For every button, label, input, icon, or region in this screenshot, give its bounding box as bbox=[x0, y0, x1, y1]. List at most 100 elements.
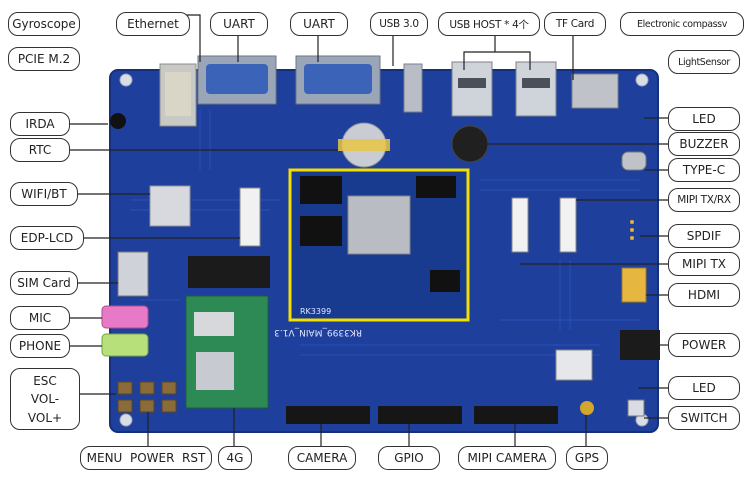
label-mipi-txrx: MIPI TX/RX bbox=[668, 188, 740, 212]
mic-jack bbox=[101, 305, 149, 329]
label-phone: PHONE bbox=[10, 334, 70, 358]
edp-connector bbox=[239, 187, 261, 247]
text-led-bottom: LED bbox=[692, 381, 716, 395]
bottom-headers bbox=[286, 406, 558, 424]
text-tf-card: TF Card bbox=[555, 18, 595, 30]
label-compass: Electronic compassv bbox=[620, 12, 744, 36]
label-usb-host: USB HOST * 4个 bbox=[438, 12, 540, 36]
text-4g: 4G bbox=[226, 451, 244, 465]
label-spdif: SPDIF bbox=[668, 224, 740, 248]
label-mipi-camera: MIPI CAMERA bbox=[458, 446, 556, 470]
text-irda: IRDA bbox=[25, 117, 55, 131]
label-edp-lcd: EDP-LCD bbox=[10, 226, 84, 250]
m2-slot bbox=[188, 256, 270, 288]
text-edp-lcd: EDP-LCD bbox=[20, 231, 74, 245]
switch bbox=[627, 399, 645, 417]
label-ethernet: Ethernet bbox=[116, 12, 190, 36]
label-usb3: USB 3.0 bbox=[370, 12, 428, 36]
text-mipi-camera: MIPI CAMERA bbox=[467, 451, 547, 465]
text-pcie: PCIE M.2 bbox=[17, 52, 71, 66]
spdif-pins bbox=[630, 220, 634, 240]
sim-card-slot bbox=[117, 251, 149, 297]
gps-antenna-connector bbox=[580, 401, 594, 415]
label-light-sensor: LightSensor bbox=[668, 50, 740, 74]
wifi-module bbox=[149, 185, 191, 227]
label-type-c: TYPE-C bbox=[668, 158, 740, 182]
hdmi-port bbox=[621, 267, 647, 303]
usb3-port bbox=[403, 63, 423, 113]
label-wifi-bt: WIFI/BT bbox=[10, 182, 78, 206]
label-mic: MIC bbox=[10, 306, 70, 330]
text-sim-card: SIM Card bbox=[17, 276, 71, 290]
label-camera: CAMERA bbox=[288, 446, 356, 470]
text-ethernet: Ethernet bbox=[127, 17, 179, 31]
text-buzzer: BUZZER bbox=[679, 137, 729, 151]
text-camera: CAMERA bbox=[296, 451, 348, 465]
rk3399-chip bbox=[347, 195, 411, 255]
text-type-c: TYPE-C bbox=[682, 163, 726, 177]
ethernet-jack bbox=[159, 63, 197, 127]
text-mipi-tx: MIPI TX bbox=[681, 257, 727, 271]
irda-sensor bbox=[110, 113, 126, 129]
text-usb-host: USB HOST * 4个 bbox=[449, 18, 529, 31]
label-uart-2: UART bbox=[290, 12, 348, 36]
board-silkscreen: RK3399_MAIN_V1.3 bbox=[274, 327, 362, 337]
label-gyroscope: Gyroscope bbox=[8, 12, 80, 36]
usb-host-ports bbox=[451, 61, 557, 117]
text-mic: MIC bbox=[28, 311, 52, 325]
leader-lines bbox=[70, 14, 668, 446]
text-rtc: RTC bbox=[28, 143, 52, 157]
tf-card-slot bbox=[571, 73, 619, 109]
type-c-port bbox=[621, 151, 647, 171]
text-esc: ESC bbox=[33, 373, 57, 388]
label-tf-card: TF Card bbox=[544, 12, 606, 36]
text-menu-power-rst: MENU POWER RST bbox=[86, 451, 206, 465]
text-vol-minus: VOL- bbox=[30, 392, 60, 406]
label-led-bottom: LED bbox=[668, 376, 740, 400]
text-uart-2: UART bbox=[303, 17, 335, 31]
text-usb3: USB 3.0 bbox=[379, 18, 419, 30]
label-hdmi: HDMI bbox=[668, 283, 740, 307]
text-phone: PHONE bbox=[18, 339, 62, 353]
text-hdmi: HDMI bbox=[687, 288, 721, 302]
text-compass: Electronic compassv bbox=[637, 18, 727, 30]
label-sim-card: SIM Card bbox=[10, 271, 78, 295]
label-4g: 4G bbox=[218, 446, 252, 470]
label-pcie: PCIE M.2 bbox=[8, 47, 80, 71]
label-uart-1: UART bbox=[210, 12, 268, 36]
som-silkscreen: RK3399 bbox=[300, 307, 331, 316]
text-led-top: LED bbox=[692, 112, 716, 126]
pcb-traces bbox=[130, 110, 640, 356]
mounting-holes bbox=[119, 73, 649, 427]
label-buzzer: BUZZER bbox=[668, 132, 740, 156]
side-buttons bbox=[117, 381, 177, 413]
label-irda: IRDA bbox=[10, 112, 70, 136]
text-uart-1: UART bbox=[223, 17, 255, 31]
text-switch: SWITCH bbox=[680, 411, 728, 425]
mipi-tx-connector bbox=[511, 197, 529, 253]
power-jack bbox=[620, 330, 660, 360]
label-rtc: RTC bbox=[10, 138, 70, 162]
text-spdif: SPDIF bbox=[686, 229, 722, 243]
text-vol-plus: VOL+ bbox=[27, 410, 63, 425]
label-menu-power-rst: MENU POWER RST bbox=[80, 446, 212, 470]
uart-connector-1 bbox=[197, 55, 277, 105]
text-gpio: GPIO bbox=[394, 451, 424, 465]
text-gyroscope: Gyroscope bbox=[12, 17, 76, 31]
label-gpio: GPIO bbox=[378, 446, 440, 470]
text-light-sensor: LightSensor bbox=[678, 56, 730, 68]
text-mipi-txrx: MIPI TX/RX bbox=[677, 194, 731, 206]
text-wifi-bt: WIFI/BT bbox=[21, 187, 67, 201]
label-switch: SWITCH bbox=[668, 406, 740, 430]
text-power: POWER bbox=[681, 338, 727, 352]
label-mipi-tx: MIPI TX bbox=[668, 252, 740, 276]
label-led-top: LED bbox=[668, 107, 740, 131]
label-esc-vol: ESC VOL- VOL+ bbox=[10, 368, 80, 430]
label-power: POWER bbox=[668, 333, 740, 357]
label-gps: GPS bbox=[566, 446, 608, 470]
gps-module bbox=[555, 349, 593, 381]
som-memory bbox=[300, 176, 460, 292]
uart-connector-2 bbox=[295, 55, 381, 105]
